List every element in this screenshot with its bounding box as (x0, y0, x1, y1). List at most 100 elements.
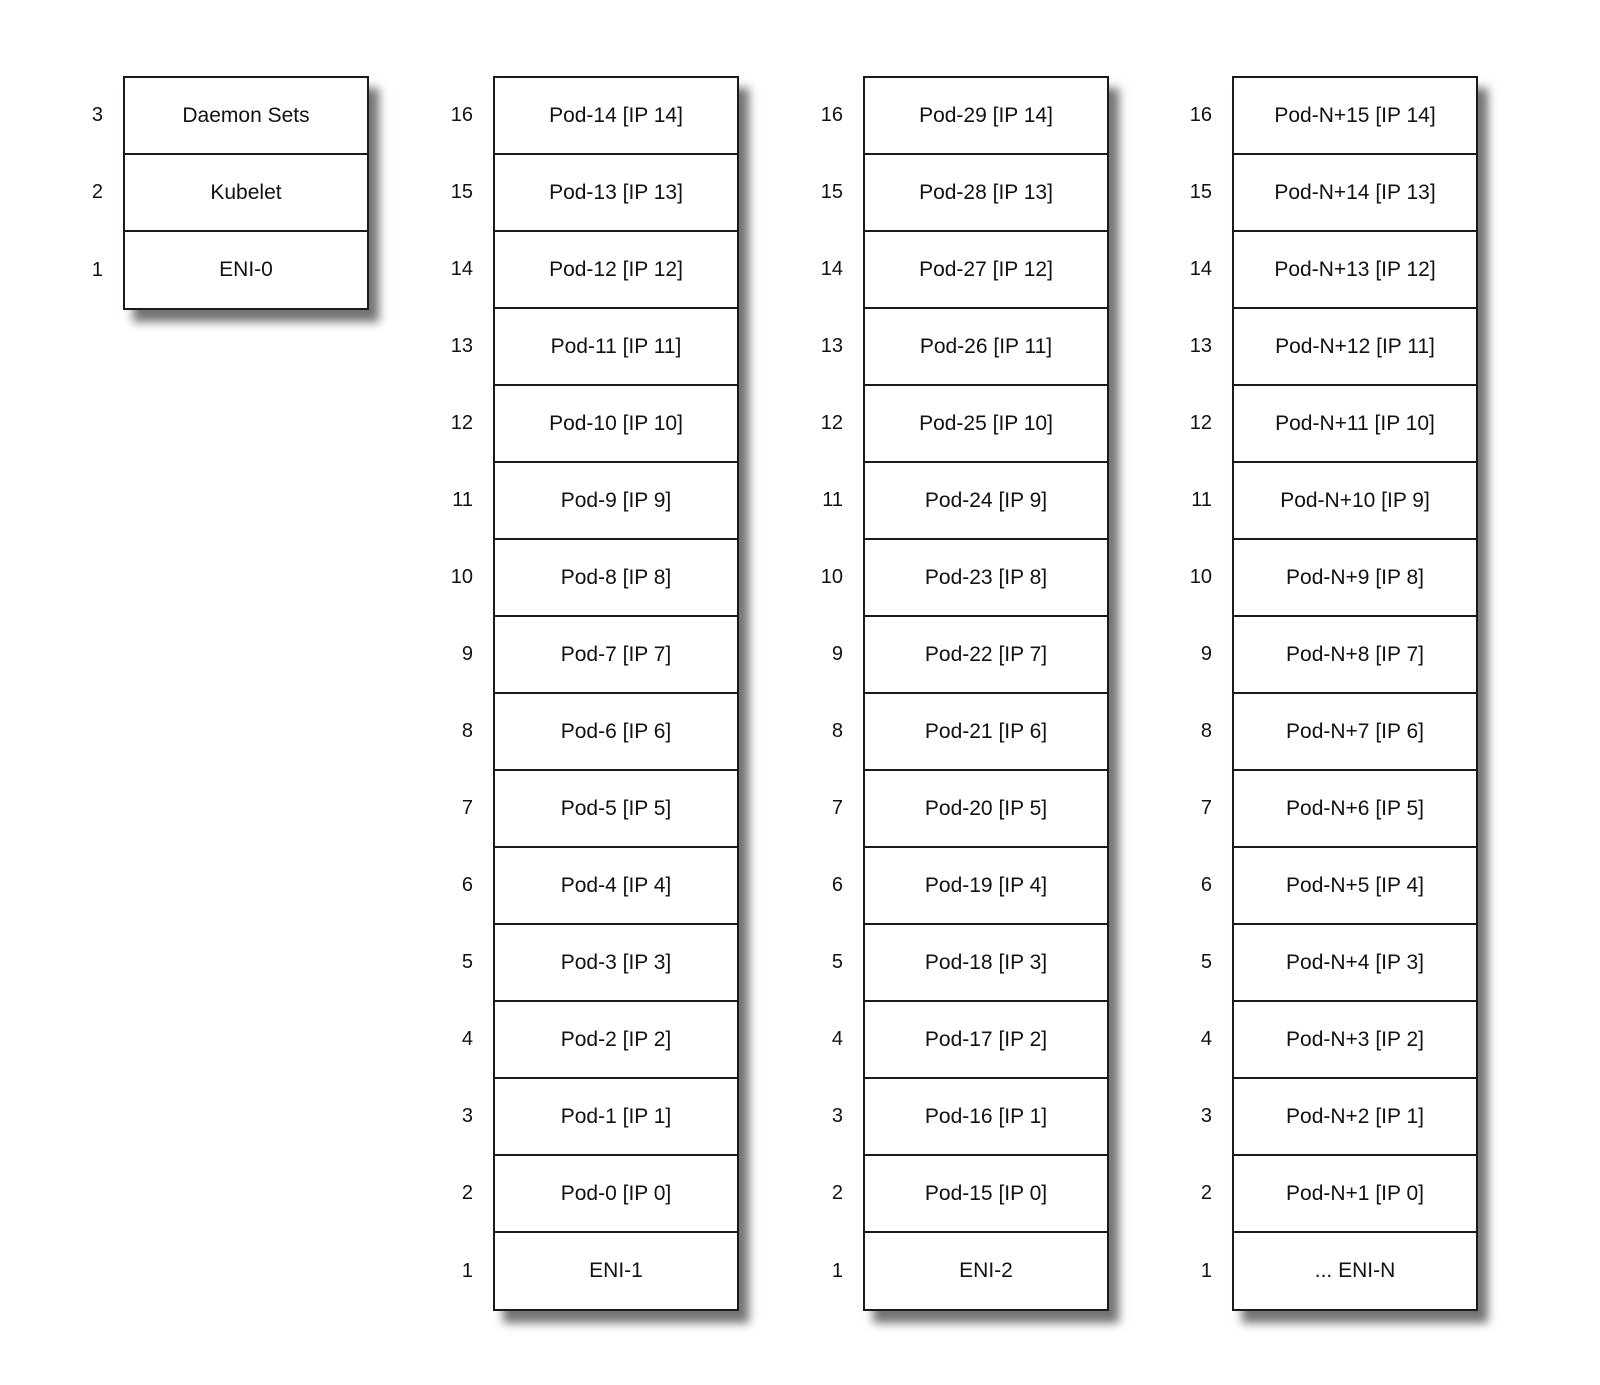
slot-label: Pod-6 [IP 6] (560, 719, 672, 743)
slot-number: 15 (820, 181, 843, 203)
slot-number: 13 (450, 335, 473, 357)
slot-number: 9 (1200, 643, 1212, 665)
slot-number: 10 (1189, 566, 1212, 588)
slot-label: Pod-28 [IP 13] (919, 180, 1053, 204)
slot-label: Pod-N+4 [IP 3] (1286, 950, 1424, 974)
slot-cell: 10 Pod-N+9 [IP 8] (1190, 540, 1476, 617)
slot-number: 11 (1191, 489, 1212, 511)
slot-cell: 15 Pod-N+14 [IP 13] (1190, 155, 1476, 232)
stack-eni-2: 16 Pod-29 [IP 14] 15 Pod-28 [IP 13] 1 4 Pod-27… (821, 76, 1109, 1311)
slot-number: 2 (461, 1182, 473, 1204)
slot-cell: 1 ENI-2 (832, 1233, 1107, 1309)
slot-number: 4 (831, 1028, 843, 1050)
slot-number: 12 (820, 412, 843, 434)
slot-label: Pod-23 [IP 8] (924, 565, 1048, 589)
slot-number: 14 (450, 258, 473, 280)
slot-label: Pod-3 [IP 3] (560, 950, 672, 974)
slot-number: 7 (461, 797, 473, 819)
slot-number: 1 (1200, 1259, 1212, 1282)
slot-number: 16 (820, 104, 843, 126)
slot-label: Pod-4 [IP 4] (560, 873, 672, 897)
slot-label: Pod-2 [IP 2] (560, 1027, 672, 1051)
slot-number: 5 (1200, 951, 1212, 973)
slot-cell: 10 Pod-23 [IP 8] (821, 540, 1107, 617)
slot-label: Pod-24 [IP 9] (924, 488, 1048, 512)
slot-cell: 14 Pod-N+13 [IP 12] (1190, 232, 1476, 309)
slot-number: 8 (1200, 720, 1212, 742)
slot-number: 6 (831, 874, 843, 896)
slot-label: Pod-18 [IP 3] (924, 950, 1048, 974)
slot-label: Pod-N+3 [IP 2] (1286, 1027, 1424, 1051)
slot-number: 3 (831, 1105, 843, 1127)
slot-number: 10 (820, 566, 843, 588)
slot-label: Pod-7 [IP 7] (560, 642, 672, 666)
slot-label: Pod-N+5 [IP 4] (1286, 873, 1424, 897)
slot-cell: 11 Pod-N+10 [IP 9] (1191, 463, 1476, 540)
slot-number: 9 (831, 643, 843, 665)
slot-number: 1 (831, 1259, 843, 1282)
slot-label: ENI-0 (219, 258, 273, 281)
slot-label: Pod-14 [IP 14] (549, 103, 683, 127)
slot-label: Pod-16 [IP 1] (924, 1104, 1048, 1128)
slot-number: 1 (91, 258, 103, 281)
slot-label: Pod-13 [IP 13] (549, 180, 683, 204)
slot-number: 3 (461, 1105, 473, 1127)
slot-label: Pod-N+2 [IP 1] (1286, 1104, 1424, 1128)
slot-number: 15 (1189, 181, 1212, 203)
slot-label: Pod-N+15 [IP 14] (1274, 103, 1436, 127)
slot-number: 8 (461, 720, 473, 742)
slot-label: Pod-N+11 [IP 10] (1275, 411, 1435, 435)
slot-cell: 9 Pod-7 [IP 7] (462, 617, 737, 694)
slot-cell: 3 Pod-N+2 [IP 1] (1201, 1079, 1476, 1156)
slot-cell: 6 Pod-4 [IP 4] (462, 848, 737, 925)
slot-label: ENI-2 (959, 1259, 1013, 1282)
slot-number: 1 (461, 1259, 473, 1282)
slot-label: Pod-N+9 [IP 8] (1286, 565, 1424, 589)
slot-label: Pod-N+14 [IP 13] (1274, 180, 1436, 204)
slot-label: Pod-5 [IP 5] (560, 796, 672, 820)
slot-label: Pod-8 [IP 8] (560, 565, 672, 589)
slot-label: Pod-0 [IP 0] (560, 1181, 672, 1205)
slot-number: 7 (831, 797, 843, 819)
slot-number: 16 (450, 104, 473, 126)
slot-label: Pod-N+13 [IP 12] (1274, 257, 1436, 281)
slot-label: Pod-1 [IP 1] (560, 1104, 672, 1128)
slot-label: Pod-15 [IP 0] (924, 1181, 1048, 1205)
slot-cell: 15 Pod-28 [IP 13] (821, 155, 1107, 232)
slot-number: 9 (461, 643, 473, 665)
slot-number: 3 (1200, 1105, 1212, 1127)
slot-cell: 12 Pod-25 [IP 10] (821, 386, 1107, 463)
slot-number: 12 (450, 412, 473, 434)
slot-cell: 7 Pod-5 [IP 5] (462, 771, 737, 848)
slot-number: 16 (1189, 104, 1212, 126)
slot-label: Pod-N+10 [IP 9] (1280, 488, 1430, 512)
slot-cell: 16 Pod-14 [IP 14] (451, 78, 737, 155)
slot-label: Pod-25 [IP 10] (919, 411, 1053, 435)
slot-label: Pod-29 [IP 14] (919, 103, 1053, 127)
slot-label: Pod-N+1 [IP 0] (1286, 1181, 1424, 1205)
slot-number: 6 (461, 874, 473, 896)
slot-cell: 16 Pod-N+15 [IP 14] (1190, 78, 1476, 155)
slot-number: 14 (1189, 258, 1212, 280)
slot-cell: 3 Pod-16 [IP 1] (832, 1079, 1107, 1156)
slot-label: Pod-27 [IP 12] (919, 257, 1053, 281)
slot-label: Pod-9 [IP 9] (560, 488, 672, 512)
slot-number: 6 (1200, 874, 1212, 896)
